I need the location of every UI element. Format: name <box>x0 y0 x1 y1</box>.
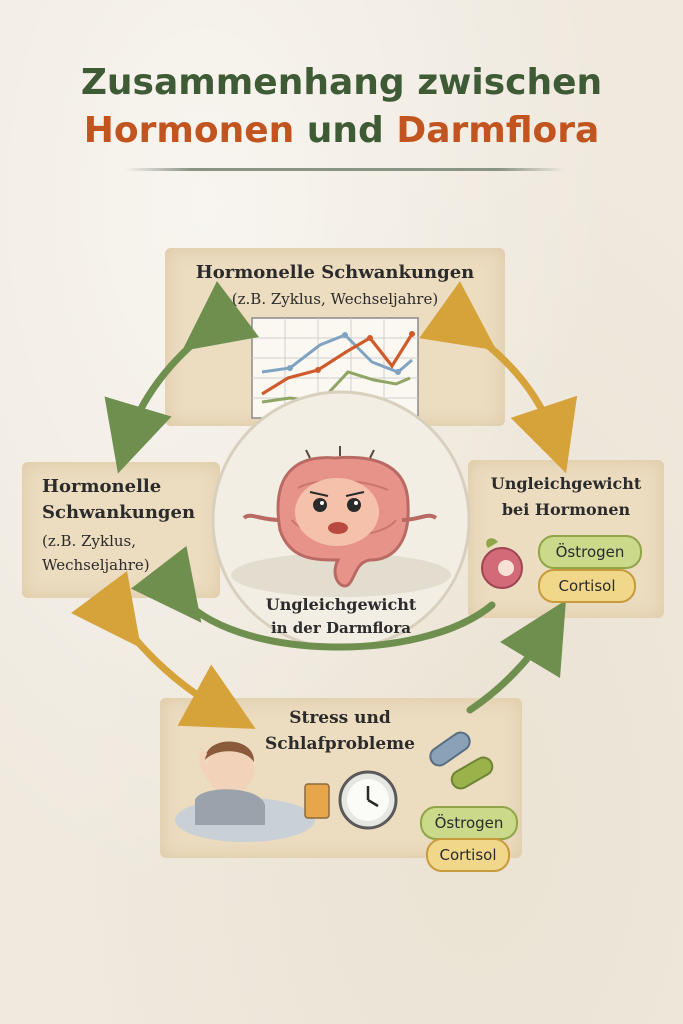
title-word-und: und <box>306 110 384 151</box>
center-label-1: Ungleichgewicht <box>265 595 417 614</box>
top-card-title: Hormonelle Schwankungen <box>195 262 475 283</box>
bottom-pill-cortisol: Cortisol <box>426 838 510 872</box>
bottom-pill-oestrogen: Östrogen <box>420 806 518 840</box>
intestine-icon <box>211 390 471 650</box>
right-card-title-1: Ungleichgewicht <box>490 474 642 493</box>
left-card-title-1: Hormonelle <box>42 476 162 497</box>
title-divider <box>125 168 565 171</box>
top-card-subtitle: (z.B. Zyklus, Wechseljahre) <box>231 290 439 308</box>
title-line-2: Hormonen und Darmflora <box>0 110 683 151</box>
hormone-cell-icon <box>481 538 523 589</box>
alarm-clock-icon <box>338 770 398 830</box>
right-pill-oestrogen: Östrogen <box>538 535 642 569</box>
left-card-subtitle-2: Wechseljahre) <box>42 556 150 574</box>
bottom-card-title-1: Stress und <box>289 708 391 728</box>
title-word-hormonen: Hormonen <box>83 110 295 151</box>
left-card-title-2: Schwankungen <box>42 502 196 523</box>
center-label-2: in der Darmflora <box>270 619 412 637</box>
title-line-1: Zusammenhang zwischen <box>80 62 603 103</box>
glass-icon <box>304 783 330 819</box>
right-pill-cortisol: Cortisol <box>538 569 636 603</box>
title-word-darmflora: Darmflora <box>396 110 600 151</box>
left-card-subtitle-1: (z.B. Zyklus, <box>42 532 136 550</box>
bacteria-icon <box>429 731 494 790</box>
cycle-arrows <box>70 280 578 729</box>
right-card-title-2: bei Hormonen <box>501 500 631 519</box>
bottom-card-title-2: Schlafprobleme <box>265 734 415 754</box>
woman-headache-icon <box>175 741 315 842</box>
